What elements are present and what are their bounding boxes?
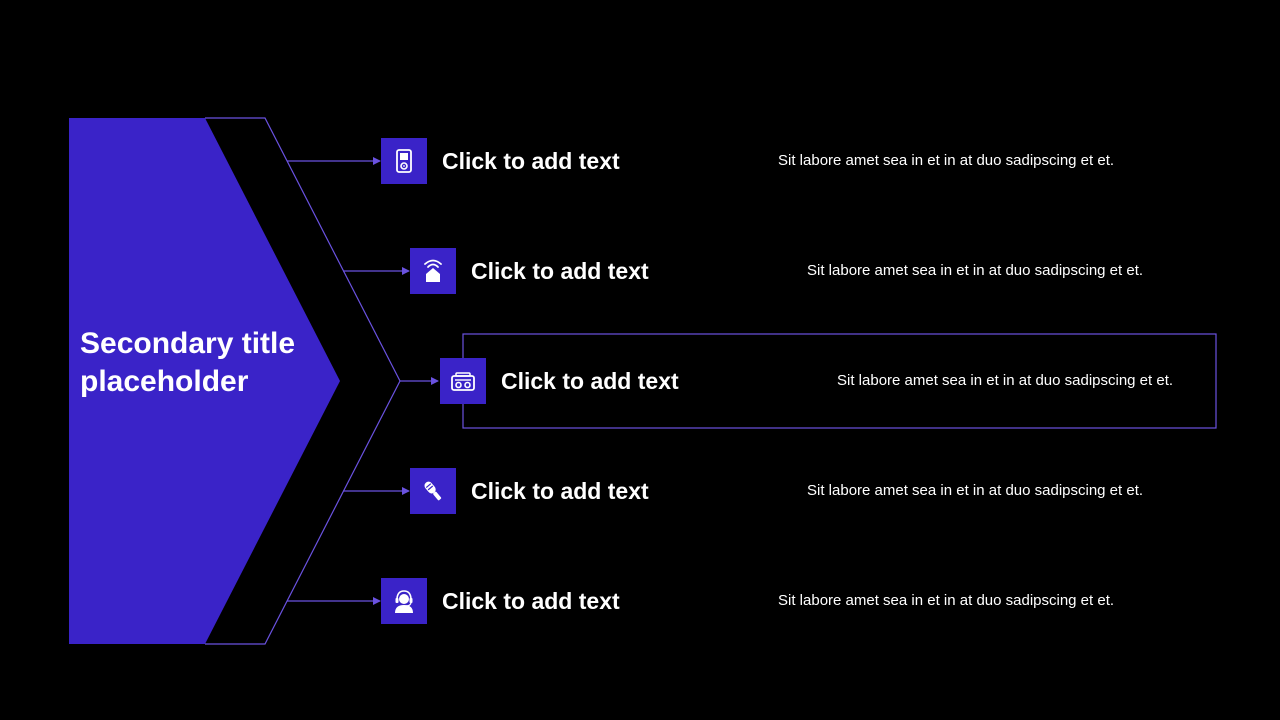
list-item-1: Click to add text Sit labore amet sea in… xyxy=(381,138,1181,184)
radio-icon xyxy=(451,372,475,391)
item-description[interactable]: Sit labore amet sea in et in at duo sadi… xyxy=(837,372,1174,389)
item-description[interactable]: Sit labore amet sea in et in at duo sadi… xyxy=(778,592,1115,609)
list-item-2: Click to add text Sit labore amet sea in… xyxy=(410,248,1210,294)
icon-box-5 xyxy=(381,578,427,624)
list-item-5: Click to add text Sit labore amet sea in… xyxy=(381,578,1181,624)
headset-user-icon xyxy=(395,590,413,613)
icon-box-2 xyxy=(410,248,456,294)
music-player-icon xyxy=(396,149,412,173)
icon-box-1 xyxy=(381,138,427,184)
item-title[interactable]: Click to add text xyxy=(471,258,649,284)
item-description[interactable]: Sit labore amet sea in et in at duo sadi… xyxy=(807,482,1144,499)
item-title[interactable]: Click to add text xyxy=(442,588,620,614)
list-item-3: Click to add text Sit labore amet sea in… xyxy=(440,358,1210,404)
item-description[interactable]: Sit labore amet sea in et in at duo sadi… xyxy=(807,262,1144,279)
title-chevron-shape xyxy=(69,118,340,644)
item-title[interactable]: Click to add text xyxy=(501,368,679,394)
icon-box-4 xyxy=(410,468,456,514)
item-title[interactable]: Click to add text xyxy=(471,478,649,504)
item-title[interactable]: Click to add text xyxy=(442,148,620,174)
list-item-4: Click to add text Sit labore amet sea in… xyxy=(410,468,1210,514)
smart-home-icon xyxy=(424,259,442,282)
slide-title[interactable]: Secondary title placeholder xyxy=(80,327,296,398)
microphone-icon xyxy=(424,481,442,501)
item-description[interactable]: Sit labore amet sea in et in at duo sadi… xyxy=(778,152,1115,169)
icon-box-3 xyxy=(440,358,486,404)
